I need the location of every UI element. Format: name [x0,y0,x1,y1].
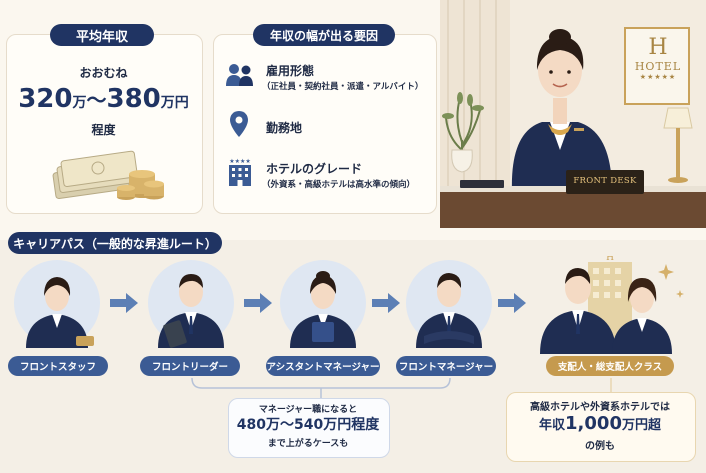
role-front-staff: フロントスタッフ [8,356,108,376]
role-front-leader: フロントリーダー [140,356,240,376]
coin-stack-icon [117,170,164,200]
career-path-badge: キャリアパス（一般的な昇進ルート） [8,232,222,254]
top-note-line1: 高級ホテルや外資系ホテルでは [530,402,670,413]
range-bracket [191,377,451,398]
receptionist-illustration [511,29,612,192]
salary-factors-badge: 年収の幅が出る要因 [253,24,395,46]
top-salary-note [506,392,696,462]
sparkle-icon [658,264,684,298]
front-desk-scene [440,0,706,228]
role-assistant-manager: アシスタントマネージャー [266,356,380,376]
manager-note-line3: まで上がるケースも [267,439,349,449]
front-desk-sign: FRONT DESK [573,176,637,186]
salary-intro: おおむね [79,66,128,80]
role-general-manager: 支配人・総支配人クラス [546,356,674,376]
manager-note-amount: 480万〜540万円程度 [236,417,380,433]
factor-hotel-grade-detail: （外資系・高級ホテルは高水準の傾向） [262,180,416,190]
factor-employment-type-detail: （正社員・契約社員・派遣・アルバイト） [262,82,424,92]
arrow-right-icon [110,293,138,313]
arrow-right-icon [372,293,400,313]
role-front-manager: フロントマネージャー [396,356,496,376]
svg-text:H: H [606,256,614,263]
top-note-line3: の例も [585,441,615,452]
factor-location: 勤務地 [266,121,303,135]
career-figures: H [26,256,684,354]
salary-range: 320万〜380万円 [18,84,189,114]
salary-suffix: 程度 [91,123,116,137]
manager-note-line1: マネージャー職になると [258,405,358,415]
factor-employment-type: 雇用形態 [266,64,315,78]
top-note-pointer [610,378,612,392]
hotel-sign: H HOTEL ★★★★★ [634,35,682,82]
average-salary-badge: 平均年収 [50,24,154,46]
plant-icon [442,92,484,173]
lamp-icon [663,107,693,183]
banknote-stack-icon [52,150,138,199]
location-pin-icon [230,111,248,137]
money-illustration [52,150,164,200]
manager-salary-note [228,398,390,458]
arrow-right-icon [498,293,526,313]
top-note-amount: 年収1,000万円超 [539,413,661,434]
arrow-right-icon [244,293,272,313]
svg-text:★★★★: ★★★★ [229,158,251,165]
factor-hotel-grade: ホテルのグレード [266,162,363,176]
people-icon [226,64,253,86]
hotel-building-icon: ★★★★ [229,158,251,186]
